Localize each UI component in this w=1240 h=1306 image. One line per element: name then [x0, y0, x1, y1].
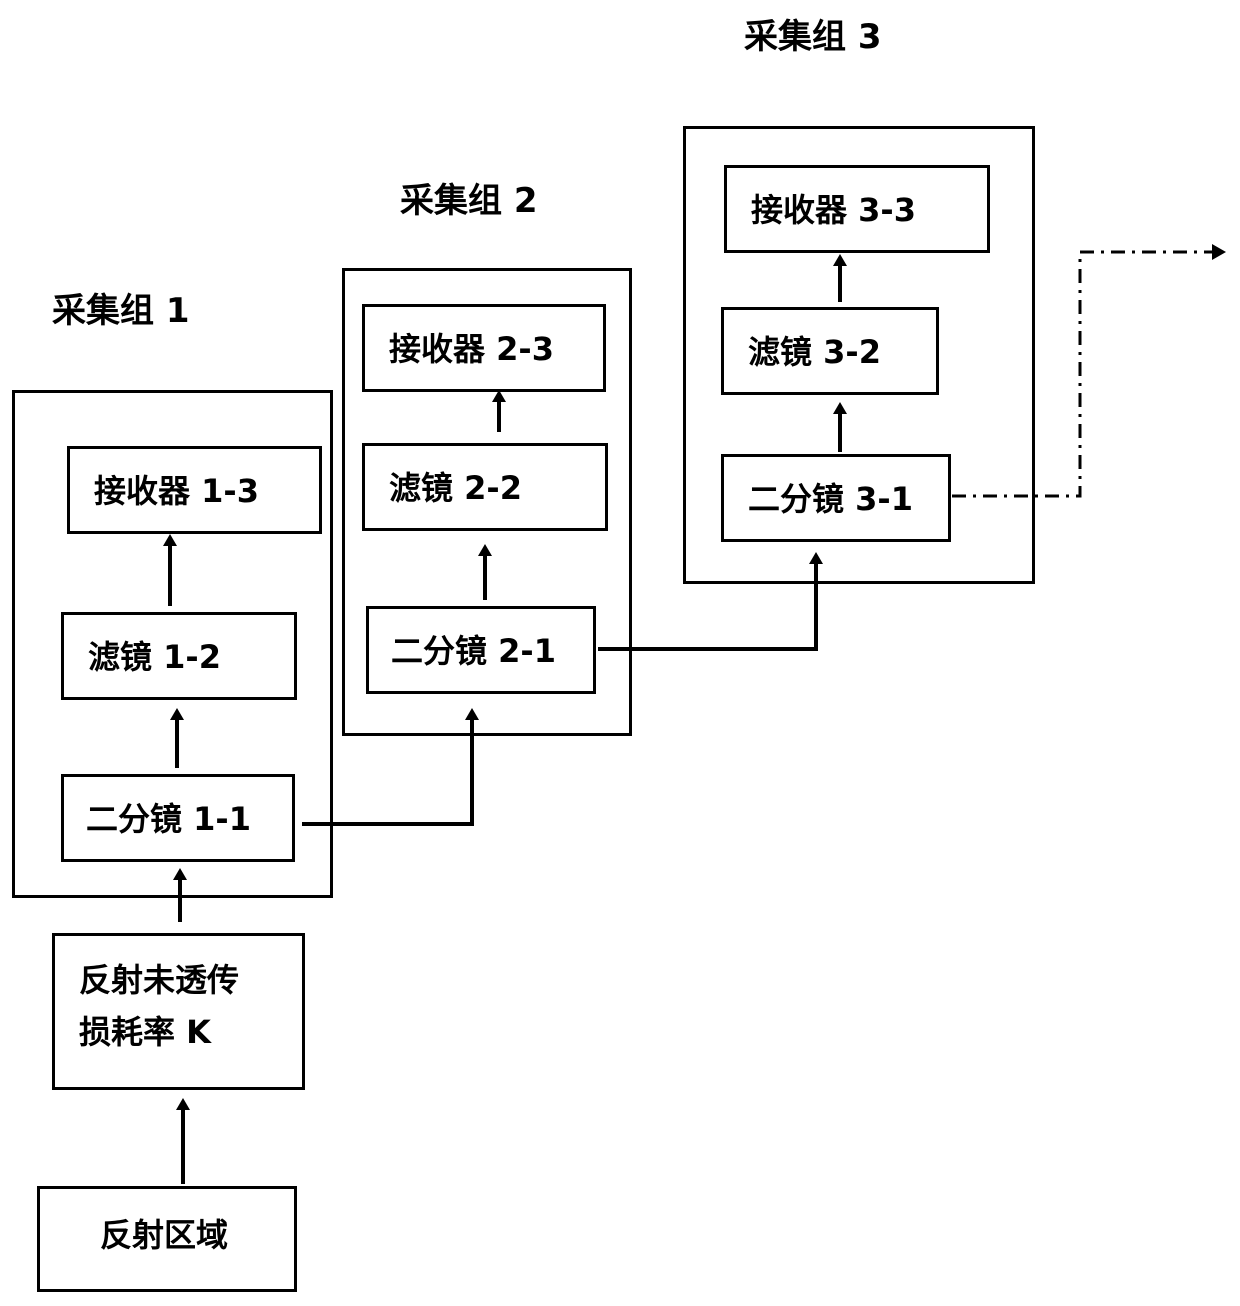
receiver1-label: 接收器 1-3 — [94, 475, 259, 507]
reflection-area-box: 反射区域 — [37, 1186, 297, 1292]
filter3-label: 滤镜 3-2 — [748, 336, 881, 368]
filter2-box: 滤镜 2-2 — [362, 443, 608, 531]
receiver1-box: 接收器 1-3 — [67, 446, 322, 534]
filter3-box: 滤镜 3-2 — [721, 307, 939, 395]
group2-title: 采集组 2 — [400, 184, 538, 218]
group1-title: 采集组 1 — [52, 294, 190, 328]
receiver3-label: 接收器 3-3 — [751, 194, 916, 226]
loss-rate-box: 反射未透传 损耗率 K — [52, 933, 305, 1090]
receiver2-label: 接收器 2-3 — [389, 333, 554, 365]
reflection-area-label: 反射区域 — [100, 1219, 228, 1251]
filter1-label: 滤镜 1-2 — [88, 641, 221, 673]
splitter3-label: 二分镜 3-1 — [748, 483, 913, 515]
splitter1-label: 二分镜 1-1 — [86, 803, 251, 835]
loss-rate-line1: 反射未透传 — [79, 954, 239, 1006]
splitter3-box: 二分镜 3-1 — [721, 454, 951, 542]
group3-title: 采集组 3 — [744, 20, 882, 54]
filter2-label: 滤镜 2-2 — [389, 472, 522, 504]
splitter2-box: 二分镜 2-1 — [366, 606, 596, 694]
filter1-box: 滤镜 1-2 — [61, 612, 297, 700]
arrowhead — [176, 1098, 190, 1110]
loss-rate-line2: 损耗率 K — [79, 1006, 211, 1058]
receiver2-box: 接收器 2-3 — [362, 304, 606, 392]
splitter2-label: 二分镜 2-1 — [391, 635, 556, 667]
receiver3-box: 接收器 3-3 — [724, 165, 990, 253]
splitter1-box: 二分镜 1-1 — [61, 774, 295, 862]
continuation-arrowhead — [1212, 244, 1226, 260]
